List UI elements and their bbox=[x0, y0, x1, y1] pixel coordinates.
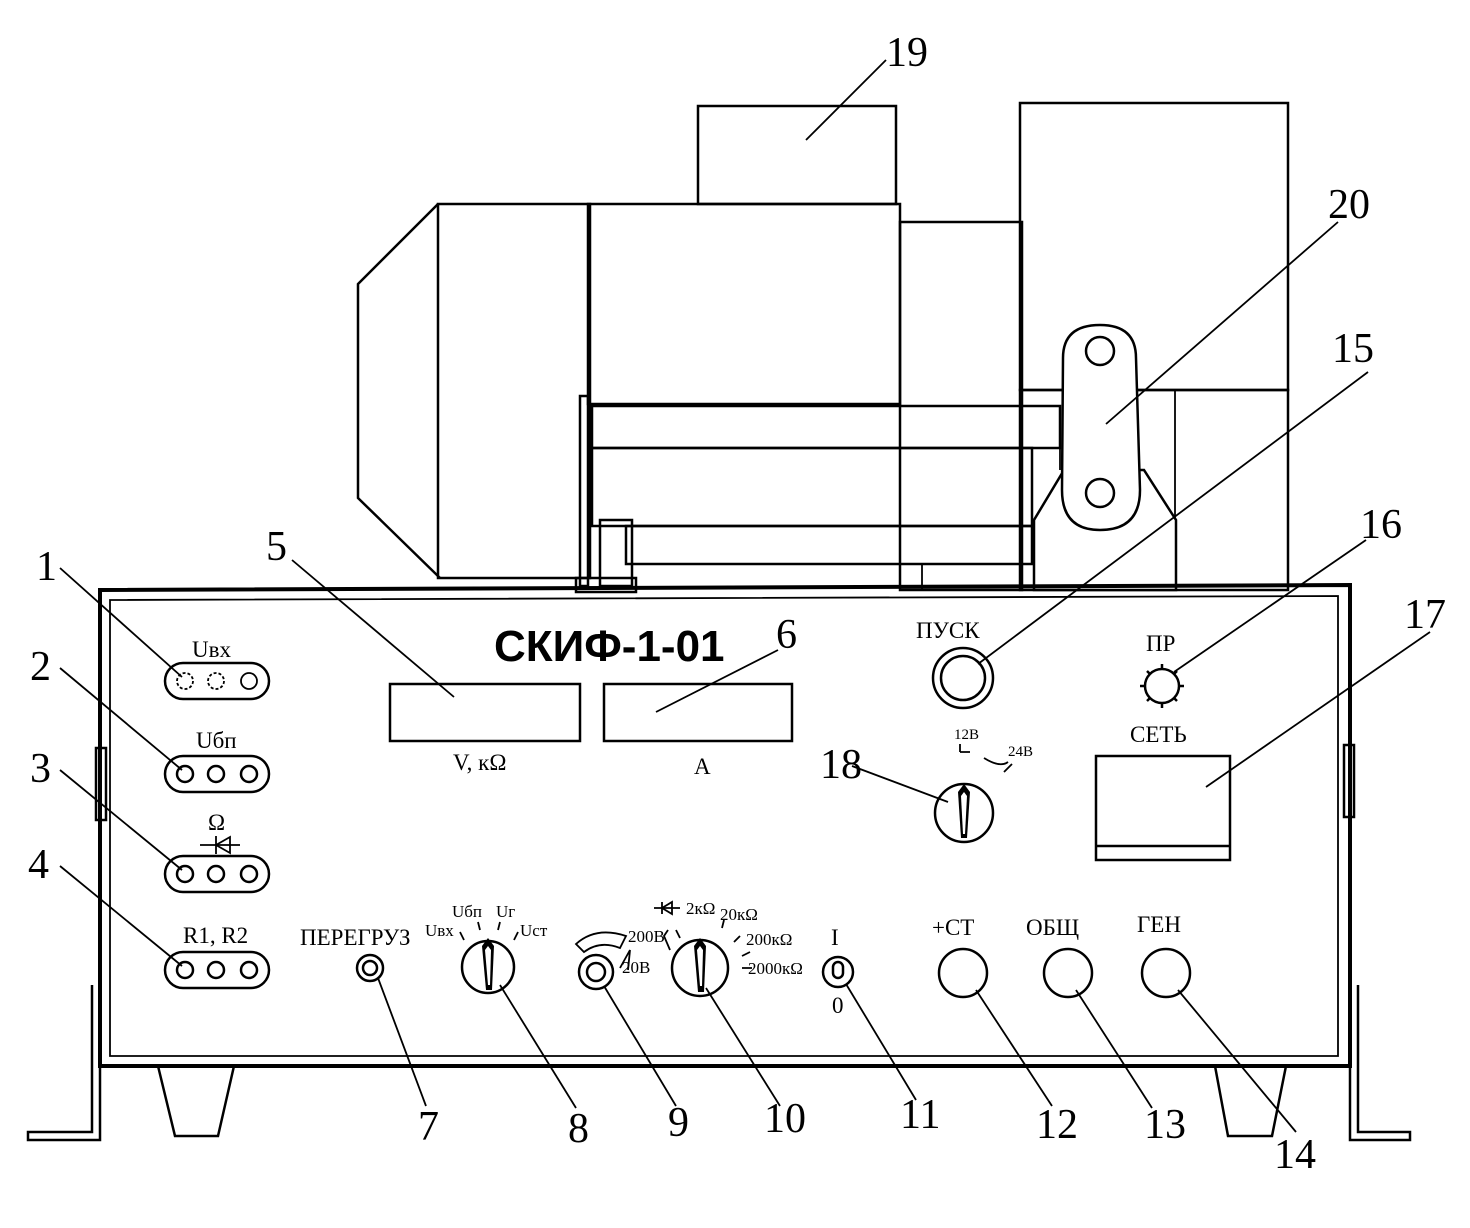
callout-13: 13 bbox=[1144, 1102, 1186, 1148]
voltage-selector-12-24[interactable]: 12В 24В bbox=[933, 727, 1033, 844]
fuse-holder[interactable]: ПР bbox=[1140, 631, 1184, 708]
label-ubp: Uбп bbox=[196, 728, 237, 753]
mains-switch[interactable]: СЕТЬ bbox=[1094, 722, 1232, 862]
callout-3: 3 bbox=[30, 746, 51, 792]
label-24v: 24В bbox=[1008, 744, 1033, 760]
label-peregruz: ПЕРЕГРУЗ bbox=[300, 925, 411, 950]
label-ohm: Ω bbox=[208, 810, 225, 835]
model-title: СКИФ-1-01 bbox=[494, 622, 725, 671]
label-gen: ГЕН bbox=[1137, 912, 1181, 937]
diode-icon bbox=[654, 900, 680, 916]
label-a: A bbox=[694, 754, 711, 779]
power-toggle[interactable]: I 0 bbox=[821, 925, 855, 1018]
input-jack-group-ohm[interactable]: Ω bbox=[163, 810, 271, 894]
overload-indicator: ПЕРЕГРУЗ bbox=[300, 925, 411, 983]
input-jack-group-uvx[interactable]: Uвх bbox=[163, 637, 271, 701]
callout-numbers: 1 2 3 4 5 6 7 8 9 10 11 12 13 14 15 16 1… bbox=[28, 30, 1446, 1178]
callout-7: 7 bbox=[418, 1104, 439, 1150]
label-r1r2: R1, R2 bbox=[183, 923, 248, 948]
label-range-2000k: 2000кΩ bbox=[748, 959, 803, 978]
label-plus-st: +СТ bbox=[932, 915, 974, 940]
callout-5: 5 bbox=[266, 524, 287, 570]
ammeter-display: A bbox=[602, 682, 794, 779]
label-v-kohm: V, кΩ bbox=[453, 750, 506, 775]
callout-16: 16 bbox=[1360, 502, 1402, 548]
diode-icon bbox=[200, 835, 240, 855]
label-pr: ПР bbox=[1146, 631, 1175, 656]
zero-adjust-knob[interactable] bbox=[574, 931, 628, 991]
callout-14: 14 bbox=[1274, 1132, 1316, 1178]
label-sel-ust: Uст bbox=[520, 921, 548, 940]
fuse-holder-icon bbox=[1140, 664, 1184, 708]
callout-18: 18 bbox=[820, 742, 862, 788]
label-sel-uvx: Uвх bbox=[425, 921, 454, 940]
callout-11: 11 bbox=[900, 1092, 940, 1138]
label-range-2k: 2кΩ bbox=[686, 899, 715, 918]
callout-4: 4 bbox=[28, 842, 49, 888]
label-range-20v: 20В bbox=[622, 958, 650, 977]
motor-assembly bbox=[356, 101, 1290, 594]
callout-1: 1 bbox=[36, 544, 57, 590]
label-set: СЕТЬ bbox=[1130, 722, 1187, 747]
voltmeter-display: V, кΩ bbox=[388, 682, 582, 775]
label-uvx: Uвх bbox=[192, 637, 231, 662]
label-on: I bbox=[831, 925, 839, 950]
callout-15: 15 bbox=[1332, 326, 1374, 372]
label-range-20k: 20кΩ bbox=[720, 905, 758, 924]
callout-19: 19 bbox=[886, 30, 928, 76]
start-button[interactable]: ПУСК bbox=[916, 618, 995, 710]
callout-leaders bbox=[59, 59, 1431, 1133]
label-off: 0 bbox=[832, 993, 844, 1018]
callout-20: 20 bbox=[1328, 182, 1370, 228]
label-sel-ur: Uг bbox=[496, 902, 515, 921]
label-obsh: ОБЩ bbox=[1026, 915, 1079, 940]
terminal-common[interactable]: ОБЩ bbox=[1026, 915, 1094, 999]
callout-2: 2 bbox=[30, 644, 51, 690]
rotary-knob-icon bbox=[933, 782, 995, 844]
range-selector-switch[interactable]: 20В 200В 2кΩ 20кΩ 200кΩ 2000кΩ bbox=[619, 899, 803, 998]
callout-9: 9 bbox=[668, 1100, 689, 1146]
terminal-generator[interactable]: ГЕН bbox=[1137, 912, 1192, 999]
label-pusk: ПУСК bbox=[916, 618, 980, 643]
input-jack-group-ubp[interactable]: Uбп bbox=[163, 728, 271, 794]
callout-17: 17 bbox=[1404, 592, 1446, 638]
callout-8: 8 bbox=[568, 1106, 589, 1152]
callout-12: 12 bbox=[1036, 1102, 1078, 1148]
mode-selector-switch[interactable]: Uвх Uбп Uг Uст bbox=[425, 902, 548, 995]
input-jack-group-r1r2[interactable]: R1, R2 bbox=[163, 923, 271, 990]
label-sel-ubp: Uбп bbox=[452, 902, 482, 921]
label-range-200v: 200В bbox=[628, 927, 665, 946]
terminal-plus-st[interactable]: +СТ bbox=[932, 915, 989, 999]
callout-6: 6 bbox=[776, 612, 797, 658]
label-range-200k: 200кΩ bbox=[746, 930, 792, 949]
front-panel bbox=[26, 582, 1412, 1142]
callout-10: 10 bbox=[764, 1096, 806, 1142]
label-12v: 12В bbox=[954, 727, 979, 743]
